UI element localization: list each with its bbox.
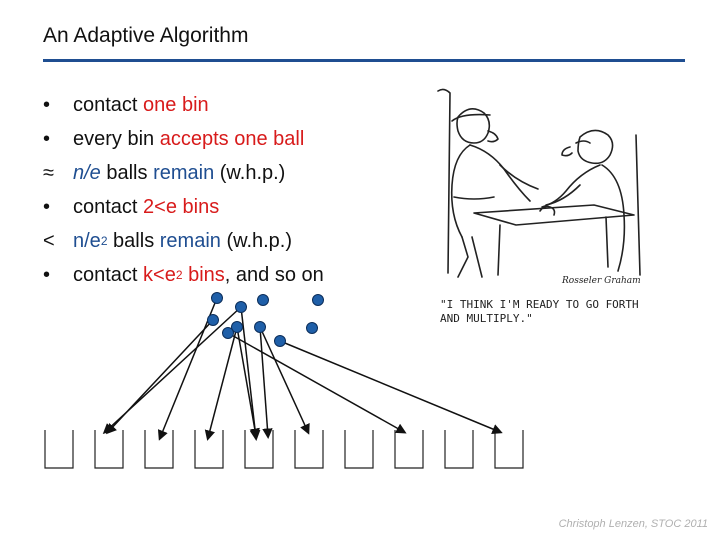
ball-arrow (105, 319, 214, 435)
slide-title: An Adaptive Algorithm (43, 24, 249, 47)
cartoon-caption-line: AND MULTIPLY." (440, 312, 533, 325)
bullet-item: • contact 2<e bins (43, 190, 324, 224)
ball-arrow (204, 326, 238, 441)
ball (254, 321, 266, 333)
bullet-text: (w.h.p.) (220, 229, 293, 252)
bullet-mark: • (43, 263, 51, 286)
bullet-mark: < (43, 229, 55, 252)
bin (494, 430, 524, 469)
bullet-mark: • (43, 127, 51, 150)
bullet-item: • contact one bin (43, 88, 324, 122)
ball-arrow (259, 326, 273, 439)
bin (44, 430, 74, 469)
ball (207, 314, 219, 326)
bullet-text: one bin (143, 93, 209, 116)
bin (394, 430, 424, 469)
ball (312, 294, 324, 306)
title-rule (43, 59, 685, 62)
bullet-text: accepts one ball (159, 127, 305, 150)
bullet-text: balls (100, 161, 154, 184)
ball-arrow (259, 326, 310, 435)
cartoon-caption-line: "I THINK I'M READY TO GO FORTH (440, 298, 639, 311)
bullet-text: n/e (73, 229, 101, 252)
bin (444, 430, 474, 469)
bullet-text: contact (73, 263, 144, 286)
ball (274, 335, 286, 347)
ball (222, 327, 234, 339)
ball (306, 322, 318, 334)
cartoon-caption: "I THINK I'M READY TO GO FORTH AND MULTI… (440, 298, 639, 326)
ball (231, 321, 243, 333)
ball (211, 292, 223, 304)
ball-arrow (227, 332, 407, 434)
bullet-text: bins (182, 263, 225, 286)
ball-arrow (236, 326, 260, 439)
bin (294, 430, 324, 469)
bullet-mark: • (43, 93, 51, 116)
bullet-mark: • (43, 195, 51, 218)
bullet-text: balls (107, 229, 160, 252)
bullet-text: 2<e bins (143, 195, 220, 218)
bullet-list: • contact one bin • every bin accepts one b… (43, 88, 324, 292)
bullet-text: 2 (100, 234, 108, 248)
bullet-text: 2 (175, 268, 183, 282)
bullet-text: contact (73, 93, 144, 116)
ball-arrow (279, 340, 503, 434)
bullet-text: every bin (73, 127, 160, 150)
bin (144, 430, 174, 469)
slide-footer: Christoph Lenzen, STOC 2011 (558, 518, 708, 530)
ball (257, 294, 269, 306)
cartoon-signature: Rosseler Graham (561, 276, 641, 286)
ball-arrow (240, 306, 261, 441)
bullet-text: , and so on (224, 263, 324, 286)
bullet-text: n/e (73, 161, 101, 184)
bullet-text: contact (73, 195, 144, 218)
bullet-item: ≈ n/e balls remain (w.h.p.) (43, 156, 324, 190)
bullet-text: (w.h.p.) (214, 161, 286, 184)
ball (235, 301, 247, 313)
bullet-item: • every bin accepts one ball (43, 122, 324, 156)
bin (94, 430, 124, 469)
bullet-text: k<e (143, 263, 176, 286)
cartoon-illustration: Rosseler Graham (437, 88, 641, 286)
bullet-text: remain (159, 229, 221, 252)
bullet-text: remain (153, 161, 215, 184)
bin (344, 430, 374, 469)
bin (194, 430, 224, 469)
bin (244, 430, 274, 469)
bullet-mark: ≈ (43, 161, 54, 184)
